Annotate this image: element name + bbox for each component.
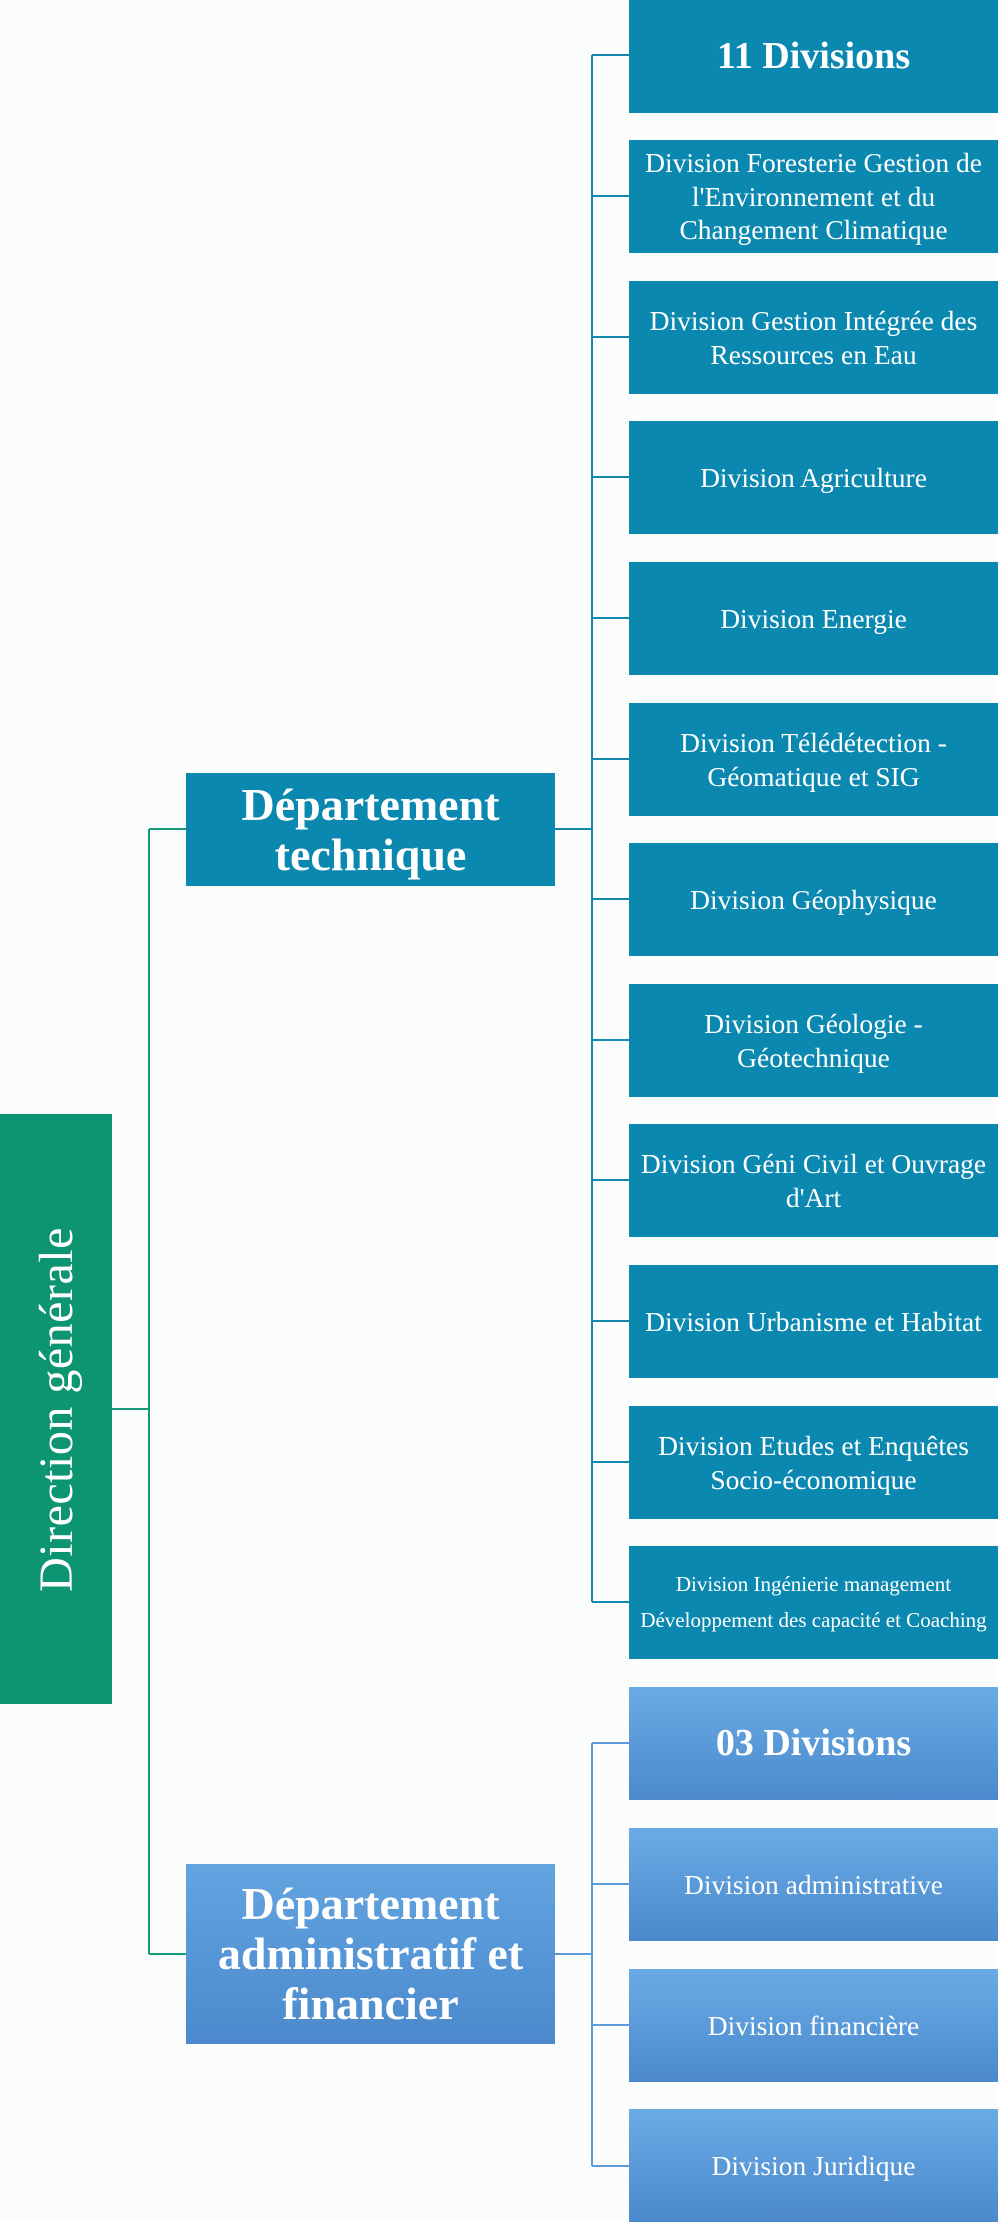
division-juridique: Division Juridique [629,2109,998,2222]
division-agriculture: Division Agriculture [629,421,998,534]
division-label: Division administrative [684,1868,943,1900]
departement-technique-label: Département technique [241,778,500,880]
division-financiere: Division financière [629,1969,998,2082]
division-etudes-enquetes: Division Etudes et Enquêtes Socio-économ… [629,1406,998,1519]
division-foresterie: Division Foresterie Gestion de l'Environ… [629,140,998,253]
division-label: Division Energie [720,602,907,634]
division-urbanisme: Division Urbanisme et Habitat [629,1265,998,1378]
division-label: 11 Divisions [716,35,911,78]
division-label-line1: Division Ingénierie management [675,1572,952,1597]
departement-technique-node: Département technique [186,773,555,886]
division-label: Division Etudes et Enquêtes Socio-économ… [658,1429,969,1495]
direction-generale-label: Direction générale [29,1226,83,1592]
division-label: Division Urbanisme et Habitat [645,1305,982,1337]
admin-divisions-count: 03 Divisions [629,1687,998,1800]
departement-administratif-label: Département administratif et financier [217,1878,524,2029]
division-label: Division Géologie - Géotechnique [704,1007,923,1073]
division-label: Division Télédétection - Géomatique et S… [680,726,947,792]
direction-generale-node: Direction générale [0,1114,112,1704]
technical-divisions-count: 11 Divisions [629,0,998,113]
division-genie-civil: Division Géni Civil et Ouvrage d'Art [629,1124,998,1237]
division-label: 03 Divisions [715,1722,912,1765]
division-geologie: Division Géologie - Géotechnique [629,984,998,1097]
division-teledetection: Division Télédétection - Géomatique et S… [629,703,998,816]
division-label: Division Géophysique [690,883,937,915]
division-label-line2: Développement des capacité et Coaching [640,1607,987,1632]
division-label: Division Juridique [711,2149,916,2181]
departement-administratif-node: Département administratif et financier [186,1864,555,2044]
division-label: Division Gestion Intégrée des Ressources… [649,304,978,370]
division-label: Division Foresterie Gestion de l'Environ… [645,147,982,246]
division-gestion-eau: Division Gestion Intégrée des Ressources… [629,281,998,394]
division-label: Division Agriculture [700,461,927,493]
division-administrative: Division administrative [629,1828,998,1941]
division-energie: Division Energie [629,562,998,675]
division-geophysique: Division Géophysique [629,843,998,956]
division-ingenierie-management: Division Ingénierie management Développe… [629,1546,998,1659]
division-label: Division Géni Civil et Ouvrage d'Art [640,1147,987,1213]
division-label: Division financière [707,2009,920,2041]
